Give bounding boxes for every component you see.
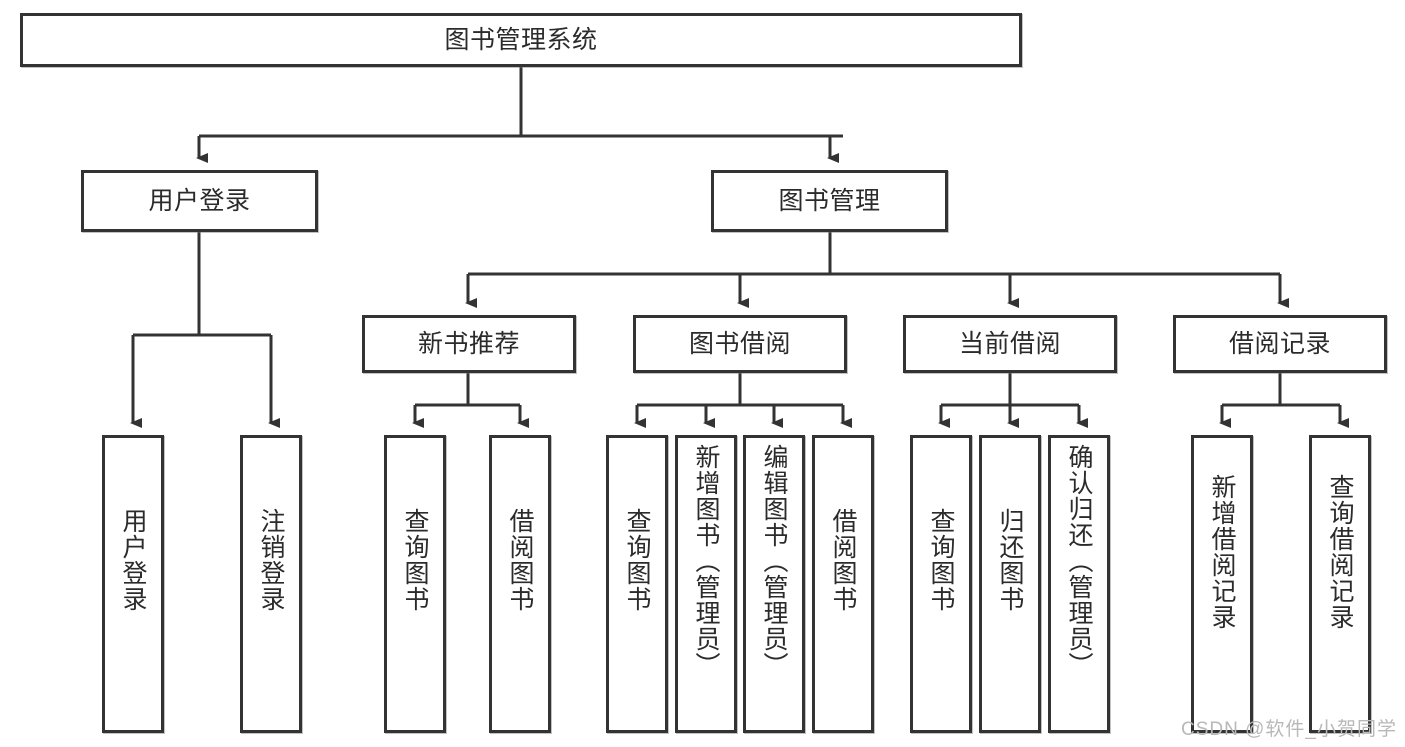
leaf-logout-login[interactable]: 注销登录 (240, 435, 302, 733)
node-current-borrow-label: 当前借阅 (958, 330, 1061, 358)
leaf-query-book-3[interactable]: 查询图书 (910, 435, 972, 733)
leaf-borrow-book-1-label: 借阅图书 (506, 508, 534, 612)
node-user-login-label: 用户登录 (148, 187, 251, 215)
leaf-confirm-return-label: 确认归还（管理员） (1065, 444, 1093, 678)
leaf-add-book[interactable]: 新增图书（管理员） (675, 435, 737, 733)
leaf-user-login-label: 用户登录 (119, 508, 147, 612)
leaf-query-book-2[interactable]: 查询图书 (606, 435, 668, 733)
node-user-login[interactable]: 用户登录 (81, 170, 318, 232)
leaf-return-book-label: 归还图书 (996, 508, 1024, 612)
leaf-add-record-label: 新增借阅记录 (1208, 474, 1236, 630)
node-root-system[interactable]: 图书管理系统 (20, 13, 1022, 67)
node-book-manage-label: 图书管理 (778, 187, 881, 215)
leaf-query-book-2-label: 查询图书 (623, 508, 651, 612)
node-book-borrow[interactable]: 图书借阅 (633, 315, 847, 373)
leaf-borrow-book-2[interactable]: 借阅图书 (812, 435, 874, 733)
leaf-borrow-book-2-label: 借阅图书 (829, 508, 857, 612)
leaf-query-record[interactable]: 查询借阅记录 (1309, 435, 1371, 733)
leaf-query-record-label: 查询借阅记录 (1326, 474, 1354, 630)
leaf-query-book-3-label: 查询图书 (927, 508, 955, 612)
leaf-user-login[interactable]: 用户登录 (102, 435, 164, 733)
node-new-book-rec[interactable]: 新书推荐 (362, 315, 576, 373)
node-root-system-label: 图书管理系统 (444, 26, 598, 54)
node-borrow-record[interactable]: 借阅记录 (1173, 315, 1387, 373)
node-borrow-record-label: 借阅记录 (1228, 330, 1331, 358)
leaf-add-book-label: 新增图书（管理员） (692, 444, 720, 678)
node-current-borrow[interactable]: 当前借阅 (903, 315, 1117, 373)
leaf-edit-book[interactable]: 编辑图书（管理员） (743, 435, 805, 733)
leaf-query-book-1-label: 查询图书 (401, 508, 429, 612)
node-book-manage[interactable]: 图书管理 (711, 170, 948, 232)
node-new-book-rec-label: 新书推荐 (417, 330, 520, 358)
node-book-borrow-label: 图书借阅 (688, 330, 791, 358)
leaf-return-book[interactable]: 归还图书 (979, 435, 1041, 733)
csdn-watermark: CSDN @软件_小贺同学 (1181, 719, 1397, 740)
leaf-borrow-book-1[interactable]: 借阅图书 (489, 435, 551, 733)
leaf-query-book-1[interactable]: 查询图书 (384, 435, 446, 733)
leaf-edit-book-label: 编辑图书（管理员） (760, 444, 788, 678)
leaf-confirm-return[interactable]: 确认归还（管理员） (1048, 435, 1110, 733)
leaf-logout-login-label: 注销登录 (257, 508, 285, 612)
leaf-add-record[interactable]: 新增借阅记录 (1191, 435, 1253, 733)
